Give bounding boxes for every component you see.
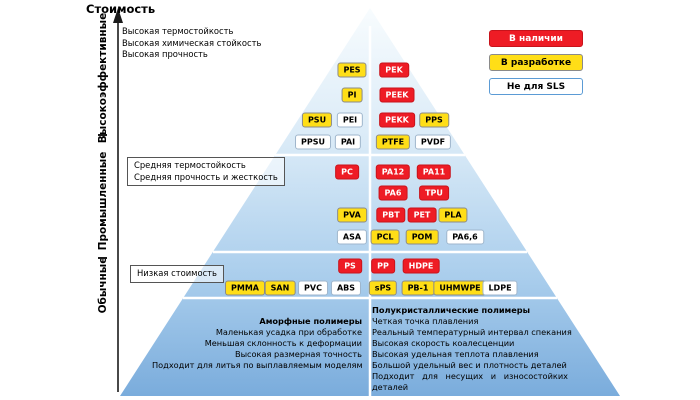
amorphous-column-title: Аморфные полимеры [259,316,362,326]
text-line: Подходит для несущих и износостойких дет… [372,371,568,392]
material-chip-pps: PPS [419,112,449,128]
material-chip-sps: sPS [368,280,398,296]
material-chip-abs: ABS [330,280,362,296]
semicrystalline-column-title: Полукристаллические полимеры [372,305,531,315]
tier-label-high-performance: Высокоэффективные [97,12,109,144]
material-chip-hdpe: HDPE [402,258,440,274]
material-chip-pa12: PA12 [375,164,411,180]
text-line: Средняя термостойкость [134,160,246,170]
axis-tick [98,134,107,136]
text-line: Высокая размерная точность [234,349,362,359]
text-line: Высокая удельная теплота плавления [372,349,539,359]
cost-axis-arrow-icon [113,8,123,23]
material-chip-pva: PVA [337,207,367,223]
text-line: Высокая прочность [122,49,208,59]
text-line: Маленькая усадка при обработке [215,327,362,337]
material-chip-pet: PET [407,207,437,223]
material-chip-pa6-6: PA6,6 [446,229,484,245]
material-chip-pa11: PA11 [416,164,452,180]
text-line: Меньшая склонность к деформации [204,338,362,348]
material-chip-san: SAN [264,280,296,296]
tier-notes-low: Низкая стоимость [130,265,224,283]
page-title: Стоимость [86,2,156,16]
legend-item-in-development: В разработке [489,54,583,71]
material-chip-pek: PEK [379,62,409,78]
material-chip-pcl: PCL [370,229,400,245]
material-chip-asa: ASA [336,229,368,245]
material-chip-pes: PES [337,62,367,78]
material-chip-pi: PI [341,87,363,103]
material-chip-pb-1: PB-1 [401,280,435,296]
material-chip-psu: PSU [301,112,333,128]
tier-label-engineering: Промышленные [97,151,109,251]
material-chip-pc: PC [335,164,359,180]
text-line: Высокая скорость коалесценции [372,338,515,348]
material-chip-ps: PS [338,258,362,274]
amorphous-column: Аморфные полимеры Маленькая усадка при о… [152,316,363,371]
text-line: Низкая стоимость [137,268,217,278]
text-line: Высокая химическая стойкость [122,37,262,48]
tier-label-commodity: Обычные [97,256,109,314]
axis-tick [98,257,107,259]
legend-item-available: В наличии [489,30,583,47]
material-chip-pvdf: PVDF [414,134,452,150]
material-chip-tpu: TPU [419,185,449,201]
material-chip-pom: POM [405,229,439,245]
material-chip-pvc: PVC [298,280,328,296]
material-chip-peek: PEEK [379,87,415,103]
material-chip-pp: PP [371,258,395,274]
text-line: Большой удельный вес и плотность деталей [372,360,567,370]
material-chip-pla: PLA [438,207,468,223]
material-chip-pekk: PEKK [379,112,415,128]
text-line: Реальный температурный интервал спекания [372,327,572,337]
text-line: Высокая термостойкость [122,26,234,36]
material-chip-pei: PEI [336,112,364,128]
text-line: Подходит для литья по выплавляемым модел… [152,360,363,370]
material-chip-pmma: PMMA [225,280,265,296]
material-chip-ppsu: PPSU [295,134,331,150]
material-chip-ldpe: LDPE [482,280,518,296]
semicrystalline-column: Полукристаллические полимеры Четкая точк… [372,305,572,393]
material-chip-pbt: PBT [376,207,406,223]
material-chip-pa6: PA6 [378,185,408,201]
material-chip-ptfe: PTFE [375,134,411,150]
legend: В наличии В разработке Не для SLS [489,30,583,102]
material-chip-uhmwpe: UHMWPE [433,280,487,296]
text-line: Четкая точка плавления [372,316,479,326]
legend-item-not-for-sls: Не для SLS [489,78,583,95]
text-line: Средняя прочность и жесткость [134,171,278,182]
material-chip-pai: PAI [334,134,362,150]
